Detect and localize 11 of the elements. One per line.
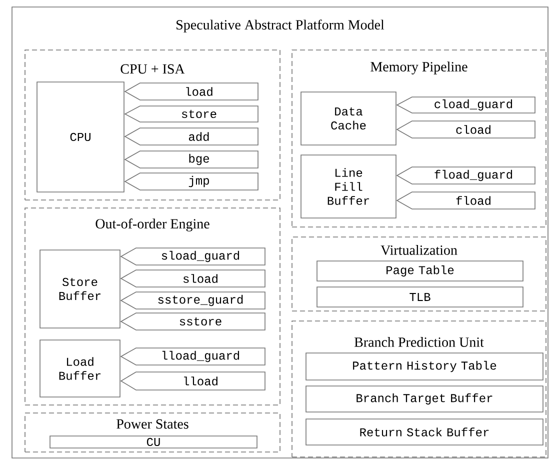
component-box: CU: [50, 436, 258, 448]
component-box: Store Buffer: [40, 250, 120, 328]
component-box: Page Table: [316, 260, 524, 282]
component-box: Return Stack Buffer: [306, 418, 544, 446]
component-box: Data Cache: [300, 92, 396, 146]
component-box: Load Buffer: [40, 340, 120, 398]
component-box: Branch Target Buffer: [306, 386, 544, 412]
component-box: Pattern History Table: [306, 352, 544, 380]
component-box: CPU: [36, 82, 124, 192]
component-box: TLB: [316, 286, 524, 308]
component-box: Line Fill Buffer: [300, 154, 396, 218]
